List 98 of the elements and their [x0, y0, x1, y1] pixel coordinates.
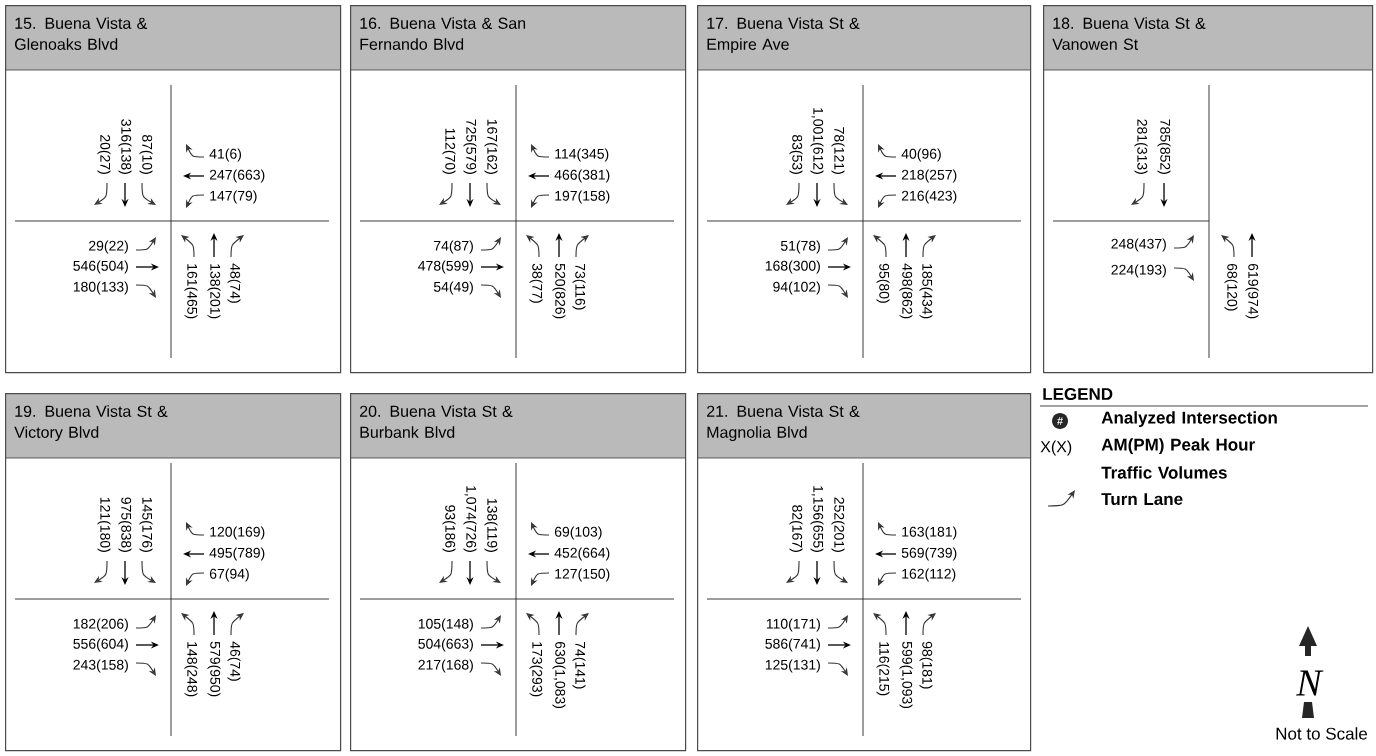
north-arrow-drawing: N: [1296, 626, 1324, 718]
traffic-volume: 67(94): [209, 568, 249, 582]
traffic-volume: 252(201): [831, 497, 845, 552]
traffic-volume: 168(300): [765, 260, 820, 274]
traffic-volume: 83(53): [789, 134, 803, 174]
traffic-volume: 247(663): [209, 169, 265, 183]
panel-title: 15. Buena Vista & Glenoaks Blvd: [15, 17, 148, 50]
intersection-panel: [696, 5, 1032, 374]
intersection-panel: [696, 393, 1032, 752]
traffic-volume: 54(49): [433, 281, 473, 295]
traffic-volume: 452(664): [554, 547, 610, 561]
traffic-volume: 121(180): [97, 497, 111, 552]
traffic-volume: 167(162): [484, 119, 498, 174]
traffic-volume: 182(206): [73, 618, 128, 632]
traffic-volume: 20(27): [97, 135, 111, 174]
traffic-volume: 120(169): [210, 526, 265, 540]
legend-text: Turn Lane: [1101, 493, 1183, 506]
legend-heading: LEGEND: [1043, 388, 1113, 400]
traffic-volume: 725(579): [463, 119, 477, 174]
traffic-volume: 556(604): [73, 638, 128, 652]
traffic-volume: 82(167): [789, 505, 803, 552]
traffic-volume: 48(74): [227, 263, 241, 303]
intersection-panel: [349, 393, 687, 752]
traffic-volume: 87(10): [139, 134, 153, 174]
traffic-volume: 68(120): [1224, 263, 1238, 311]
traffic-volume: 316(138): [118, 119, 132, 174]
legend-text: AM(PM) Peak Hour Traffic Volumes: [1101, 438, 1255, 479]
traffic-volume: 112(70): [442, 128, 456, 174]
traffic-volume: 478(599): [418, 260, 473, 274]
traffic-volume: 504(663): [418, 638, 473, 652]
traffic-volume: 599(1,093): [899, 641, 913, 709]
traffic-volume: 138(119): [484, 498, 498, 552]
traffic-volume: 1,001(612): [810, 108, 824, 174]
traffic-volume: 185(434): [919, 264, 933, 319]
intersection-panel: [4, 5, 342, 374]
traffic-volume: 94(102): [773, 281, 820, 295]
traffic-volume: 40(96): [901, 148, 941, 162]
traffic-volume: 197(158): [555, 190, 610, 204]
traffic-volume: 51(78): [780, 240, 820, 254]
traffic-volume: 217(168): [418, 659, 473, 673]
traffic-volume: 105(148): [418, 618, 473, 632]
traffic-volume: 495(789): [209, 547, 265, 561]
traffic-volume: 975(838): [118, 497, 132, 552]
scale-note: Not to Scale: [1276, 727, 1368, 740]
traffic-volume: 586(741): [765, 638, 820, 652]
traffic-volume: 216(423): [901, 190, 957, 204]
traffic-volume: 546(504): [73, 260, 128, 274]
traffic-volume: 73(116): [572, 263, 586, 310]
traffic-volume: 95(80): [876, 263, 890, 303]
traffic-volume: 619(974): [1245, 263, 1259, 319]
panel-title: 17. Buena Vista St & Empire Ave: [707, 17, 860, 54]
legend-text: Analyzed Intersection: [1101, 411, 1277, 428]
traffic-volume: 46(74): [227, 641, 241, 681]
traffic-volume: 1,074(726): [463, 486, 477, 552]
traffic-volume: 74(87): [434, 240, 473, 254]
traffic-volume: 148(248): [184, 642, 198, 697]
traffic-volume: 520(826): [552, 263, 566, 319]
traffic-volume: 145(176): [139, 497, 153, 552]
traffic-volume: 41(6): [209, 148, 241, 162]
traffic-volume: 74(141): [572, 641, 586, 689]
traffic-volume: 569(739): [901, 547, 957, 561]
traffic-volume: 579(950): [207, 641, 221, 697]
traffic-volume: 630(1,083): [552, 641, 566, 709]
traffic-volume: 162(112): [902, 568, 956, 582]
traffic-volume: 180(133): [73, 281, 128, 295]
panel-title: 19. Buena Vista St & Victory Blvd: [14, 405, 168, 442]
traffic-volume: 147(79): [210, 190, 257, 204]
traffic-volume: 125(131): [765, 659, 820, 673]
traffic-volume: 163(181): [902, 526, 957, 540]
traffic-volume: 78(121): [831, 127, 845, 174]
panel-title: 16. Buena Vista & San Fernando Blvd: [360, 17, 526, 50]
traffic-volume: 218(257): [901, 169, 957, 183]
traffic-volume: 243(158): [73, 659, 128, 673]
traffic-volume: 466(381): [554, 169, 610, 183]
traffic-volume: 785(852): [1157, 119, 1171, 174]
traffic-volume: 93(186): [442, 505, 456, 552]
intersection-panel: [4, 393, 342, 752]
traffic-volume: 116(215): [876, 642, 890, 696]
traffic-volume: 248(437): [1111, 238, 1166, 252]
traffic-volume: 127(150): [555, 568, 610, 582]
panel-title: 18. Buena Vista St & Vanowen St: [1052, 17, 1206, 50]
traffic-volume: 224(193): [1111, 264, 1166, 278]
traffic-volume: 38(77): [529, 263, 543, 303]
traffic-volume: 173(293): [529, 642, 543, 697]
traffic-volume: 281(313): [1134, 119, 1148, 174]
intersection-panel: [349, 5, 687, 374]
traffic-volume: 138(201): [207, 264, 221, 319]
traffic-volume: 110(171): [766, 618, 820, 632]
traffic-volume: 98(181): [919, 641, 933, 689]
panel-title: 20. Buena Vista St & Burbank Blvd: [360, 405, 513, 438]
panel-title: 21. Buena Vista St & Magnolia Blvd: [707, 405, 860, 442]
traffic-volume: 69(103): [554, 526, 602, 540]
intersection-panel: [1042, 5, 1374, 374]
traffic-volume: 29(22): [89, 240, 128, 254]
traffic-volume: 1,156(655): [810, 486, 824, 552]
traffic-volume: 161(465): [184, 264, 198, 319]
traffic-volume: 114(345): [555, 148, 609, 162]
traffic-volume: 498(862): [899, 263, 913, 319]
